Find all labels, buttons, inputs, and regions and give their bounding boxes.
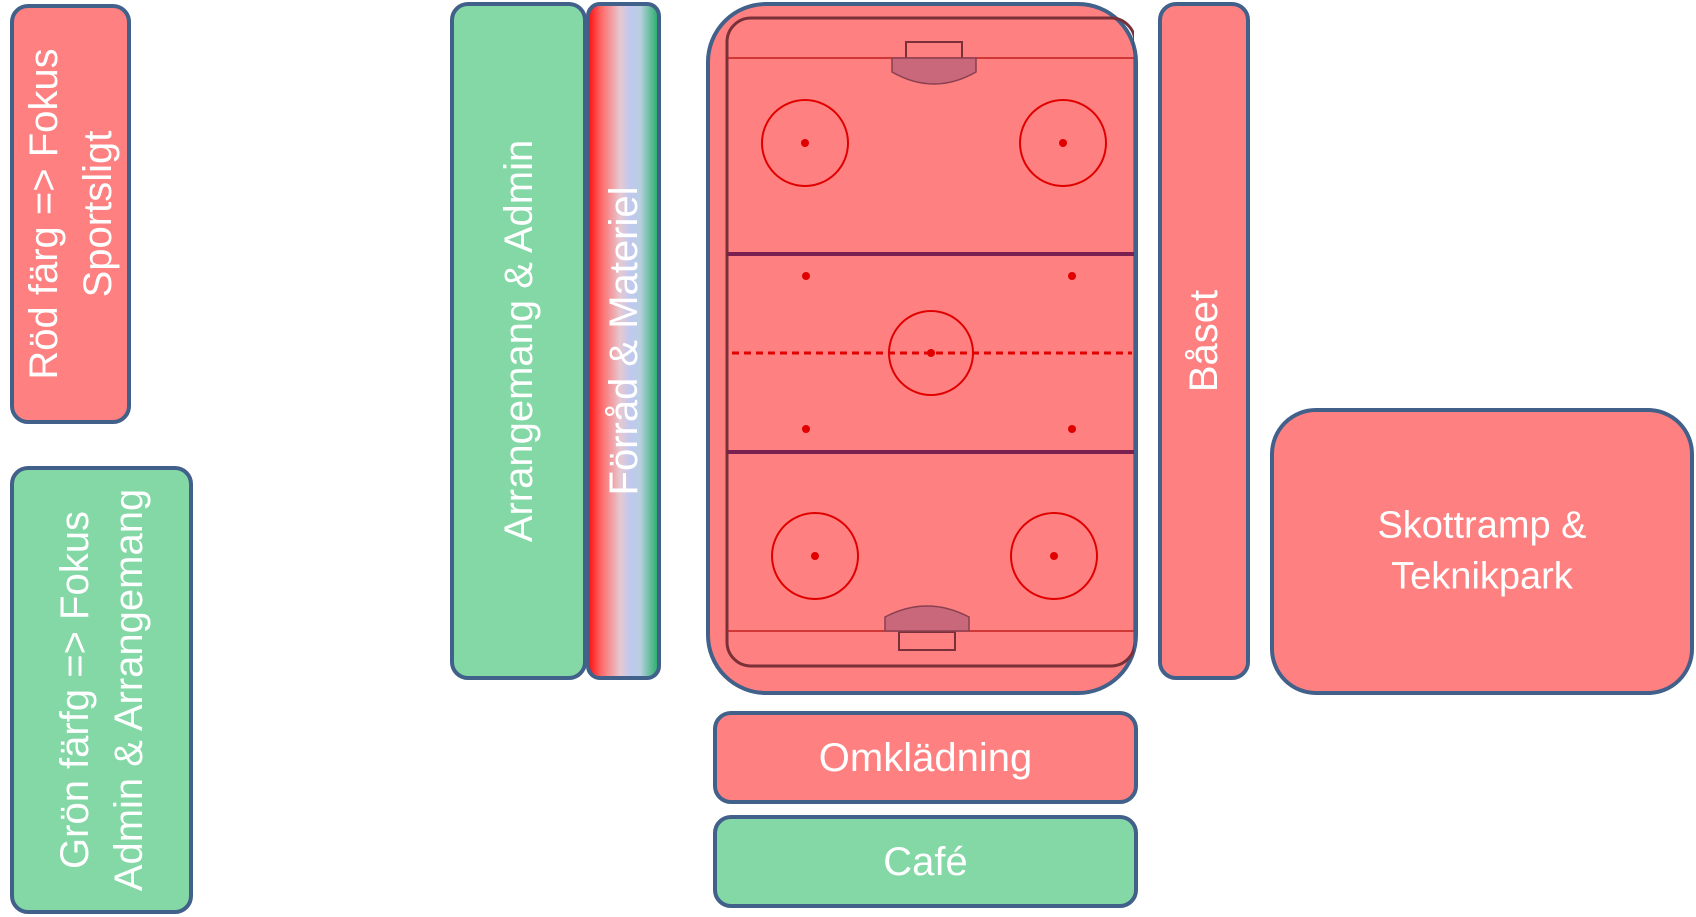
zone-omkladning: Omklädning	[713, 711, 1138, 804]
ice-rink	[706, 2, 1138, 695]
center-circle	[888, 310, 974, 396]
neutral-dot-1	[802, 272, 810, 280]
goal-crease-top	[891, 57, 977, 85]
zone-forrad-materiel-label: Förråd & Materiel	[601, 186, 646, 496]
zone-cafe-label: Café	[883, 839, 968, 884]
goal-crease-bottom	[884, 605, 970, 632]
rink-markings	[725, 16, 1134, 668]
neutral-dot-2	[1068, 272, 1076, 280]
zone-skottramp: Skottramp & Teknikpark	[1270, 408, 1694, 695]
zone-omkladning-label: Omklädning	[818, 735, 1033, 780]
faceoff-dot-bottom-left	[811, 552, 819, 560]
faceoff-dot-bottom-right	[1050, 552, 1058, 560]
faceoff-circle-top-left	[761, 99, 849, 187]
rink-boards	[725, 16, 1134, 668]
neutral-dot-3	[802, 425, 810, 433]
zone-arrangemang-admin-label: Arrangemang & Admin	[496, 139, 541, 543]
faceoff-dot-top-left	[801, 139, 809, 147]
legend-green-label: Grön färfg => Fokus Admin & Arrangemang	[52, 488, 151, 892]
zone-cafe: Café	[713, 815, 1138, 908]
faceoff-circle-bottom-left	[771, 512, 859, 600]
zone-baset-label: Båset	[1182, 289, 1226, 393]
zone-skottramp-label: Skottramp & Teknikpark	[1377, 504, 1587, 598]
legend-red-box: Röd färg => Fokus Sportsligt	[10, 4, 131, 424]
zone-arrangemang-admin: Arrangemang & Admin	[450, 2, 587, 680]
legend-green-box: Grön färfg => Fokus Admin & Arrangemang	[10, 466, 193, 914]
zone-baset: Båset	[1158, 2, 1250, 680]
goal-net-bottom	[898, 631, 956, 651]
faceoff-circle-bottom-right	[1010, 512, 1098, 600]
zone-forrad-materiel: Förråd & Materiel	[586, 2, 661, 680]
faceoff-dot-top-right	[1059, 139, 1067, 147]
center-faceoff-dot	[927, 349, 935, 357]
legend-red-label: Röd färg => Fokus Sportsligt	[21, 48, 120, 380]
faceoff-circle-top-right	[1019, 99, 1107, 187]
neutral-dot-4	[1068, 425, 1076, 433]
